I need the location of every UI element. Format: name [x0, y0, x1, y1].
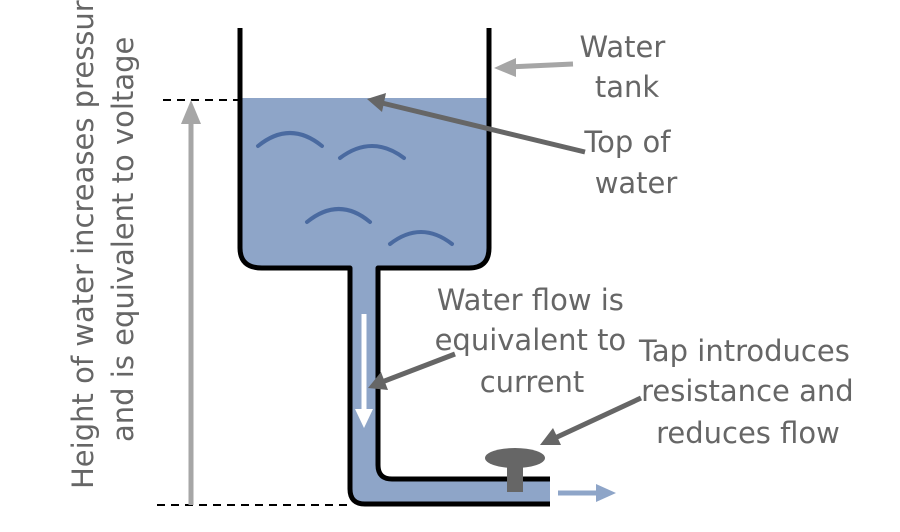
height-arrow: [181, 100, 201, 505]
tap-label-line2: resistance and: [641, 374, 854, 408]
tap-label-line3: reduces flow: [656, 416, 840, 450]
top-of-water-pointer-arrow: [367, 93, 586, 155]
tap-label: Tap introduces resistance and reduces fl…: [638, 334, 863, 450]
water-flow-pointer-arrow: [368, 351, 456, 390]
water-flow-label-line2: equivalent to: [435, 323, 627, 357]
water-flow-label: Water flow is equivalent to current: [435, 283, 636, 399]
height-label-line2: and is equivalent to voltage: [106, 37, 140, 442]
water-tank-label: Water tank: [580, 30, 675, 104]
height-label: Height of water increases pressure: [66, 0, 100, 489]
water-tank-label-line1: Water: [580, 30, 666, 64]
water-tank-pointer-arrow: [494, 58, 574, 77]
tap-icon: [485, 448, 545, 492]
water-tank-label-line2: tank: [595, 70, 660, 104]
tap-pointer-arrow: [540, 395, 643, 445]
top-of-water-label: Top of water: [583, 125, 679, 200]
tank-water: [240, 98, 550, 504]
outflow-arrow: [558, 484, 616, 502]
tank-outline: [237, 28, 550, 507]
water-flow-label-line3: current: [480, 365, 585, 399]
tap-label-line1: Tap introduces: [638, 334, 850, 368]
top-of-water-label-line1: Top of: [583, 125, 671, 159]
pipe-flow-arrow: [355, 314, 373, 428]
top-of-water-label-line2: water: [595, 166, 678, 200]
water-flow-label-line1: Water flow is: [437, 283, 624, 317]
height-label-line1: Height of water increases pressure: [66, 0, 100, 489]
height-label-2: and is equivalent to voltage: [106, 37, 140, 442]
water-waves: [256, 131, 454, 246]
